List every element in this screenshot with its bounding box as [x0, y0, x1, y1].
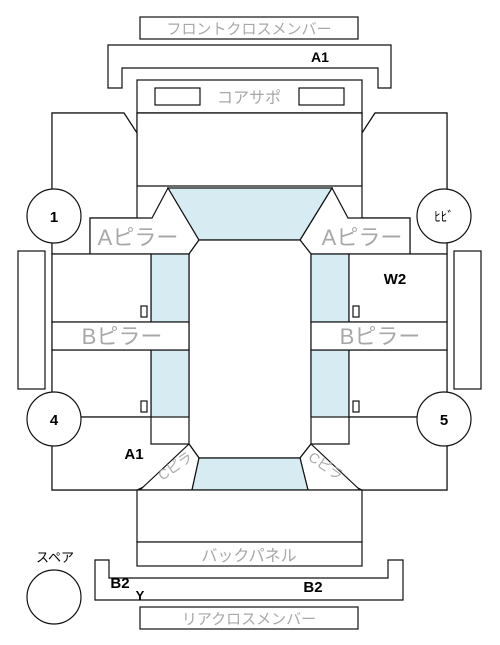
rear-right-door-handle: [352, 400, 360, 413]
rear-right-window: [310, 349, 350, 418]
left-rear-area-mark: A1: [124, 446, 143, 463]
front-right-wheel-label: ﾋﾋﾞ: [434, 209, 454, 224]
core-support-left-slot: [154, 87, 201, 106]
rear-cross-member-label: リアクロスメンバー: [182, 611, 316, 628]
b-pillar-right-label: Bピラー: [340, 324, 421, 349]
front-left-wheel-label: 1: [50, 209, 58, 226]
front-right-window: [310, 253, 350, 323]
rear-left-wheel-label: 4: [50, 412, 59, 429]
trunk: [136, 489, 363, 543]
rear-window: [191, 457, 309, 491]
back-panel: [136, 541, 363, 567]
front-right-door: [348, 253, 448, 323]
a-pillar-right-label: Aピラー: [322, 225, 403, 250]
b-pillar-left-label: Bピラー: [82, 324, 163, 349]
rear-left-door-handle: [140, 400, 148, 413]
rear-right-wheel: [416, 391, 472, 447]
core-support-label: コアサポ: [217, 89, 281, 107]
front-cross-member-label: フロントクロスメンバー: [166, 21, 331, 38]
rear-left-wheel: [26, 391, 82, 447]
b-pillar-right: [310, 321, 448, 351]
front-right-wheel: [416, 188, 472, 244]
rear-cross-member-box: [139, 606, 359, 630]
front-left-window: [150, 253, 190, 323]
right-front-door-mark: W2: [384, 271, 407, 288]
rear-left-window: [150, 349, 190, 418]
spare-label: スペア: [36, 550, 74, 565]
right-side-skirt: [453, 250, 482, 390]
front-left-door-handle: [140, 305, 148, 318]
rear-cross-right-mark: B2: [303, 579, 322, 596]
front-left-wheel: [26, 188, 82, 244]
front-cross-member: [107, 44, 392, 89]
spare-tire: [26, 569, 82, 625]
front-right-door-handle: [352, 305, 360, 318]
roof: [188, 239, 312, 459]
rear-cross-member: [94, 559, 404, 601]
hood: [136, 112, 363, 187]
rear-right-wheel-label: 5: [440, 412, 448, 429]
front-left-door: [51, 253, 152, 323]
rear-cross-left-mark: B2: [110, 575, 129, 592]
front-cross-member-box: [139, 16, 359, 40]
front-cross-member-mark: A1: [311, 49, 329, 65]
left-side-skirt: [17, 250, 46, 390]
back-panel-label: バックパネル: [201, 547, 296, 565]
a-pillar-left-label: Aピラー: [98, 225, 179, 250]
b-pillar-left: [51, 321, 190, 351]
rear-cross-left-sub-mark: Y: [136, 588, 145, 603]
core-support-right-slot: [298, 87, 345, 106]
